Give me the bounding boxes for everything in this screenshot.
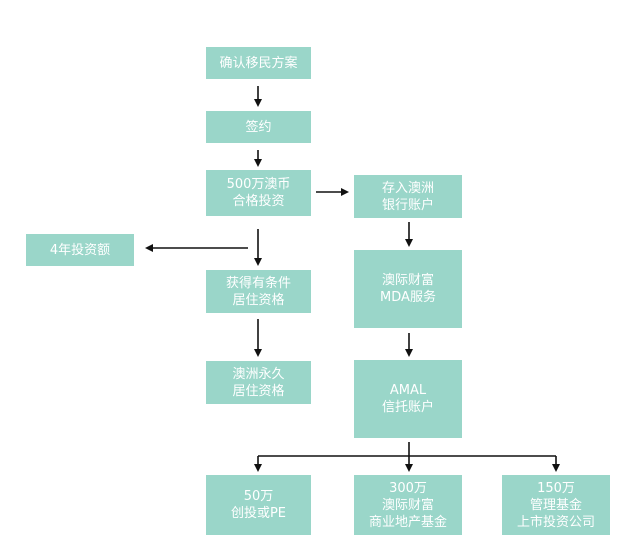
node-label: 4年投资额 (49, 242, 111, 258)
node-label: 澳洲永久 居住资格 (232, 366, 285, 399)
node-label: 300万 澳际财富 商业地产基金 (368, 480, 447, 530)
node-sign-contract: 签约 (206, 111, 311, 143)
node-commercial-property-fund: 300万 澳际财富 商业地产基金 (354, 475, 462, 535)
node-managed-fund: 150万 管理基金 上市投资公司 (502, 475, 610, 535)
node-label: 签约 (245, 119, 272, 135)
node-label: 存入澳洲 银行账户 (381, 180, 434, 213)
node-mda-service: 澳际财富 MDA服务 (354, 250, 462, 328)
node-conditional-residency: 获得有条件 居住资格 (206, 270, 311, 313)
node-label: 澳际财富 MDA服务 (380, 273, 436, 305)
node-venture-capital: 50万 创投或PE (206, 475, 311, 535)
node-label: 150万 管理基金 上市投资公司 (516, 480, 595, 530)
node-four-year-investment: 4年投资额 (26, 234, 134, 266)
node-label: 50万 创投或PE (230, 489, 287, 521)
node-bank-deposit: 存入澳洲 银行账户 (354, 175, 462, 218)
node-confirm-plan: 确认移民方案 (206, 47, 311, 79)
node-amal-trust-account: AMAL 信托账户 (354, 360, 462, 438)
node-label: AMAL 信托账户 (381, 383, 434, 415)
node-label: 确认移民方案 (219, 55, 298, 71)
node-label: 获得有条件 居住资格 (225, 275, 291, 308)
node-permanent-residency: 澳洲永久 居住资格 (206, 361, 311, 404)
node-qualified-investment: 500万澳币 合格投资 (206, 170, 311, 216)
node-label: 500万澳币 合格投资 (226, 177, 291, 209)
